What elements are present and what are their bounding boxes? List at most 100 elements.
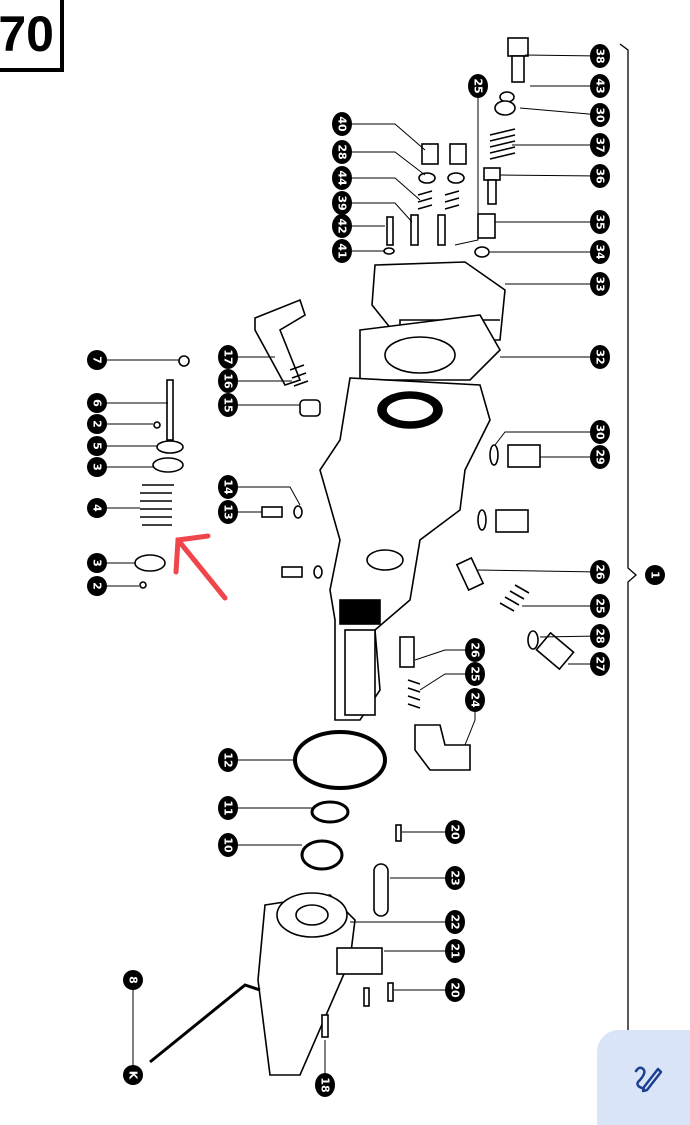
leader-line: [539, 635, 601, 638]
callout-badge: [445, 910, 465, 934]
callout-badge: [332, 239, 352, 263]
part-spring-25: [499, 584, 530, 612]
part-washer-41: [383, 247, 395, 255]
callout-42: 42: [332, 214, 385, 238]
callout-12: 12: [218, 748, 295, 772]
callout-2: 2: [87, 414, 153, 434]
callout-30: 30: [519, 103, 610, 127]
part-spring-16: [289, 364, 309, 387]
callout-number: 36: [594, 168, 607, 184]
leader-line: [477, 569, 601, 573]
part-disc-3b: [134, 554, 166, 572]
callout-badge: [218, 345, 238, 369]
callout-20: 20: [394, 978, 465, 1002]
callout-7: 7: [87, 350, 180, 370]
arrow-annotation-icon: [173, 533, 228, 601]
callout-badge: [332, 191, 352, 215]
callout-number: 17: [222, 349, 235, 364]
callout-number: 39: [336, 195, 349, 210]
callout-K: K: [123, 1065, 143, 1085]
part-clip-2b: [139, 581, 147, 589]
part-valve-36-stem: [487, 179, 497, 205]
callout-number: 30: [594, 107, 607, 123]
callout-badge: [590, 133, 610, 157]
callout-badge: [218, 500, 238, 524]
callout-8: 8: [123, 970, 143, 1070]
callout-badge: [590, 445, 610, 469]
callout-number: 27: [594, 656, 607, 671]
callout-badge: [465, 662, 485, 686]
leader-line: [524, 54, 601, 57]
callout-badge: [332, 112, 352, 136]
part-pin-20: [395, 824, 402, 842]
part-ring-12: [293, 730, 387, 790]
callout-badge: [465, 638, 485, 662]
callout-badge: [590, 272, 610, 296]
callout-number: 12: [222, 752, 235, 767]
callout-number: 1: [649, 571, 662, 579]
callout-badge: [218, 393, 238, 417]
part-ring-30b: [489, 444, 499, 466]
callout-29: 29: [540, 445, 610, 469]
leader-line: [454, 86, 479, 246]
callout-number: 28: [594, 628, 607, 643]
callout-number: 26: [469, 642, 482, 658]
part-screw-13: [261, 506, 283, 518]
callout-number: 18: [319, 1077, 332, 1092]
callout-44: 44: [332, 166, 421, 201]
pen-edit-icon: [634, 1066, 663, 1092]
callout-number: 26: [594, 564, 607, 580]
callout-badge: [332, 140, 352, 164]
callout-33: 33: [505, 272, 610, 296]
edit-button[interactable]: [597, 1030, 690, 1125]
callout-badge: [87, 553, 107, 573]
callout-badge: [590, 44, 610, 68]
part-washer-34: [474, 246, 490, 258]
callout-number: 38: [594, 48, 607, 63]
callout-17: 17: [218, 345, 275, 369]
part-washer-14: [293, 505, 303, 519]
callout-36: 36: [499, 164, 610, 188]
callout-badge: [468, 74, 488, 98]
part-spring-37: [489, 128, 516, 160]
callout-37: 37: [512, 133, 610, 157]
part-washer-5: [156, 440, 184, 454]
callout-badge: [218, 748, 238, 772]
callout-5: 5: [87, 436, 158, 456]
callout-number: 22: [449, 914, 462, 929]
callout-40: 40: [332, 112, 426, 151]
callout-number: 43: [594, 78, 607, 93]
callout-14: 14: [218, 475, 301, 506]
callout-number: 20: [449, 824, 462, 840]
callout-15: 15: [218, 393, 300, 417]
callout-10: 10: [218, 833, 302, 857]
callout-badge: [445, 978, 465, 1002]
callout-26: 26: [477, 560, 610, 584]
callout-13: 13: [218, 500, 262, 524]
callout-27: 27: [568, 652, 610, 676]
callout-16: 16: [218, 369, 292, 393]
callout-badge: [590, 560, 610, 584]
callout-25: 25: [454, 74, 488, 246]
callout-number: 41: [336, 243, 349, 258]
callout-number: 32: [594, 349, 607, 364]
part-union-27: [535, 631, 575, 671]
callout-number: 15: [222, 397, 235, 412]
parts-drawings: [134, 37, 575, 1076]
callout-number: 2: [91, 582, 104, 590]
part-link-23: [373, 863, 389, 917]
callout-25: 25: [522, 594, 610, 618]
part-spring-4: [140, 484, 174, 526]
callout-number: 42: [336, 218, 349, 233]
callout-number: 24: [469, 692, 482, 708]
callout-24: 24: [464, 688, 485, 746]
callout-38: 38: [524, 44, 610, 68]
callout-number: 3: [91, 463, 104, 471]
part-screw-42: [386, 216, 394, 246]
callout-badge: [87, 414, 107, 434]
part-nut-7: [178, 355, 190, 367]
callout-number: 44: [336, 170, 349, 186]
callout-badge: [590, 240, 610, 264]
callout-badge: [218, 833, 238, 857]
callout-32: 32: [500, 345, 610, 369]
